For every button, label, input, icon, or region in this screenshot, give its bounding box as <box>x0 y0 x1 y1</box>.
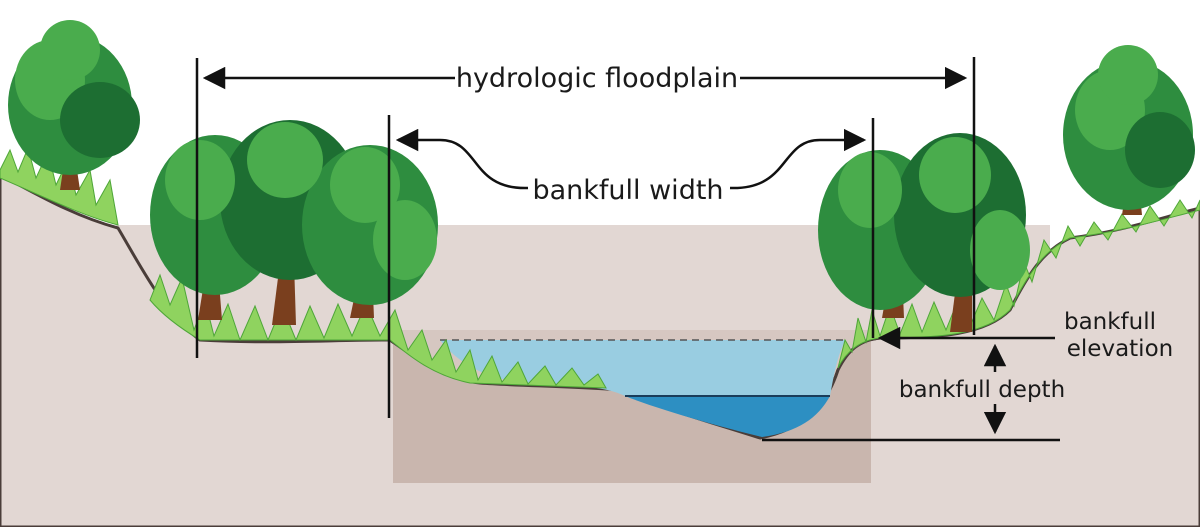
floodplain-label-bg <box>458 58 736 96</box>
tree-icon <box>8 20 140 190</box>
bankfull-depth-label: bankfull depth <box>899 377 1065 403</box>
bankfull-elevation-label-line2: elevation <box>1067 336 1173 362</box>
arrow-icon <box>395 128 529 190</box>
hydrologic-floodplain-label: hydrologic floodplain <box>456 63 738 94</box>
bankfull-elevation-label-line1: bankfull <box>1064 309 1156 335</box>
tree-icon <box>1063 45 1195 215</box>
water-base-flow <box>625 396 830 437</box>
channel-floor <box>393 340 871 483</box>
arrow-icon <box>729 128 867 190</box>
grass-icon <box>0 146 1200 389</box>
depth-label-bg <box>888 374 1076 404</box>
tree-icon <box>150 120 438 325</box>
bankfull-width-label: bankfull width <box>532 175 723 206</box>
tree-icon <box>818 133 1030 332</box>
